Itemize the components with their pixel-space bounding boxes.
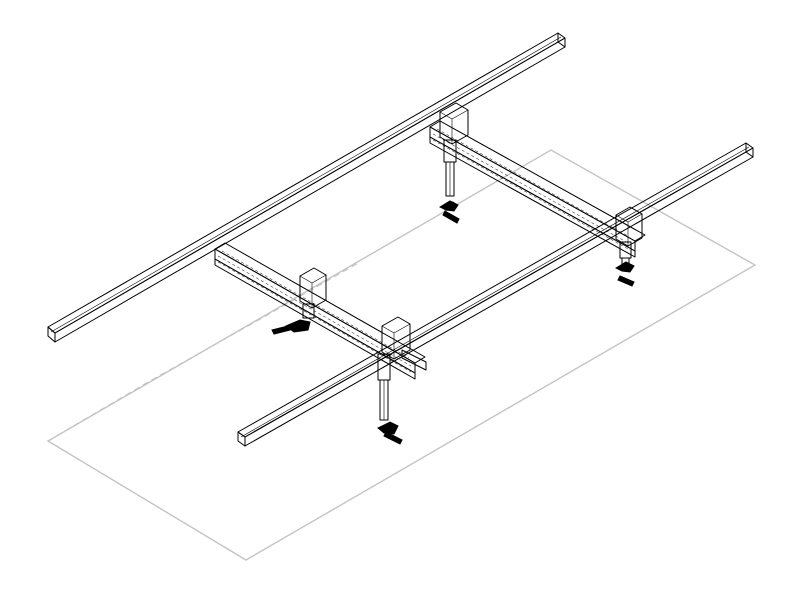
clamp-knob xyxy=(386,423,394,431)
leg-assembly-rear-right xyxy=(614,206,643,287)
rail-rear-top-face xyxy=(47,32,566,334)
leg-bracket-edge xyxy=(311,274,327,284)
leg-bracket xyxy=(299,267,327,309)
rail-front-end-far xyxy=(745,142,754,158)
crossbeam-rear-slot-top xyxy=(436,128,629,237)
rail-rear-end-near xyxy=(47,326,56,343)
clamp-knob xyxy=(298,321,306,329)
rail-front-inner-edge xyxy=(240,146,750,438)
crossbeam-rear xyxy=(429,120,646,258)
clamp-knob xyxy=(623,262,631,270)
rail-front-end-near xyxy=(237,431,246,447)
clamp-handle xyxy=(442,210,460,224)
leg-bracket-edge xyxy=(451,109,469,120)
leg-bracket xyxy=(381,316,411,360)
leg-bracket-edge xyxy=(439,111,453,120)
base-plane-outline xyxy=(46,149,757,561)
crossbeam-rear-lower-flange xyxy=(429,136,636,258)
rail-front xyxy=(237,142,754,447)
rail-rear-end-far xyxy=(557,32,566,48)
leg-bracket-edge xyxy=(627,213,643,223)
clamp-handle xyxy=(383,431,403,445)
clamp-knob xyxy=(448,201,456,209)
rail-front-side-face xyxy=(244,147,754,447)
clamp-handle xyxy=(617,275,635,287)
leg-assembly-front-left xyxy=(271,267,327,335)
leg-bracket-edge xyxy=(381,325,395,334)
leg-side-plate xyxy=(401,349,427,371)
crossbeam-rear-slot-low xyxy=(432,139,631,251)
crossbeam-front-lower-flange xyxy=(214,258,416,380)
base-plane xyxy=(46,149,757,561)
leg-bracket xyxy=(615,206,643,247)
rail-rear xyxy=(47,32,566,343)
crossbeam-rear-top-face xyxy=(429,120,646,242)
leg-bracket-edge xyxy=(299,275,313,284)
crossbeam-front-slot-top xyxy=(221,250,410,359)
leg-assembly-front-right xyxy=(377,316,427,445)
leg-assembly-rear-left xyxy=(438,102,469,224)
crossbeam-rear-slot-mid xyxy=(432,133,631,245)
leg-bracket xyxy=(439,102,469,145)
leg-bracket-edge xyxy=(615,214,629,223)
rail-rear-inner-edge xyxy=(50,36,562,333)
leg-bracket-edge xyxy=(393,323,411,334)
rail-rear-side-face xyxy=(54,37,566,343)
clamp-handle xyxy=(271,325,291,335)
rail-front-top-face xyxy=(237,142,754,438)
leg-upper-tube xyxy=(302,303,315,319)
